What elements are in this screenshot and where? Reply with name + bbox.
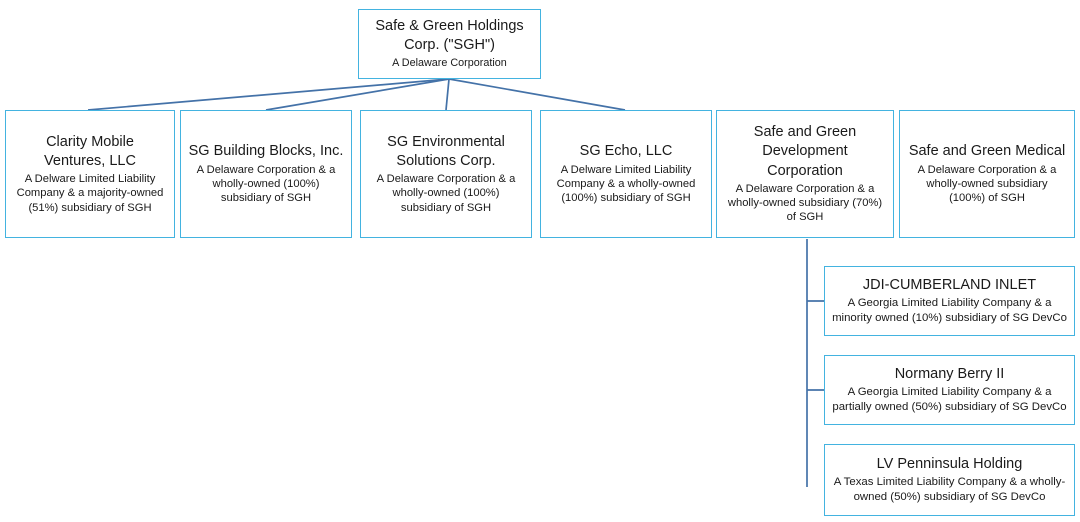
connector-root-to-sg-building-blocks xyxy=(265,78,450,111)
org-node-title: Normany Berry II xyxy=(894,366,1005,383)
org-node-sg-echo[interactable]: SG Echo, LLC A Delware Limited Liability… xyxy=(540,110,712,238)
org-node-description: A Delware Limited Liability Company & a … xyxy=(16,173,164,214)
org-node-title: Safe & Green Holdings Corp. ("SGH") xyxy=(375,17,524,54)
org-node-description: A Delaware Corporation xyxy=(392,57,507,70)
org-node-title: JDI-CUMBERLAND INLET xyxy=(862,277,1037,294)
org-node-description: A Delaware Corporation & a wholly-owned … xyxy=(196,163,336,205)
org-node-title: SG Environmental Solutions Corp. xyxy=(387,133,505,169)
org-node-sg-environmental-solutions[interactable]: SG Environmental Solutions Corp. A Delaw… xyxy=(360,110,532,238)
org-node-clarity-mobile-ventures[interactable]: Clarity Mobile Ventures, LLC A Delware L… xyxy=(5,110,175,238)
org-node-title: Clarity Mobile Ventures, LLC xyxy=(44,133,136,169)
org-node-title: SG Echo, LLC xyxy=(579,143,673,160)
connector-root-to-clarity-mobile-ventures xyxy=(87,78,450,111)
org-node-description: A Delaware Corporation & a wholly-owned … xyxy=(376,173,516,214)
org-node-safe-and-green-development[interactable]: Safe and Green Development Corporation A… xyxy=(716,110,894,238)
org-node-lv-penninsula-holding[interactable]: LV Penninsula Holding A Texas Limited Li… xyxy=(824,444,1075,516)
org-node-safe-and-green-medical[interactable]: Safe and Green Medical A Delaware Corpor… xyxy=(899,110,1075,238)
org-node-title: Safe and Green Development Corporation xyxy=(753,124,857,179)
org-node-description: A Georgia Limited Liability Company & a … xyxy=(832,386,1067,414)
org-node-sg-building-blocks[interactable]: SG Building Blocks, Inc. A Delaware Corp… xyxy=(180,110,352,238)
org-node-root-company[interactable]: Safe & Green Holdings Corp. ("SGH") A De… xyxy=(358,9,541,79)
org-node-description: A Delware Limited Liability Company & a … xyxy=(556,163,696,205)
org-node-description: A Delaware Corporation & a wholly-owned … xyxy=(727,182,883,224)
connector-root-to-sg-environmental-solutions xyxy=(445,78,450,111)
org-node-description: A Delaware Corporation & a wholly-owned … xyxy=(917,163,1057,205)
org-node-description: A Texas Limited Liability Company & a wh… xyxy=(833,476,1066,504)
org-node-normany-berry-ii[interactable]: Normany Berry II A Georgia Limited Liabi… xyxy=(824,355,1075,425)
org-node-title: SG Building Blocks, Inc. xyxy=(188,143,344,160)
org-node-description: A Georgia Limited Liability Company & a … xyxy=(832,297,1067,325)
org-node-title: Safe and Green Medical xyxy=(908,143,1066,160)
connector-root-to-sg-echo xyxy=(448,78,626,111)
org-node-jdi-cumberland-inlet[interactable]: JDI-CUMBERLAND INLET A Georgia Limited L… xyxy=(824,266,1075,336)
org-node-title: LV Penninsula Holding xyxy=(876,456,1023,473)
